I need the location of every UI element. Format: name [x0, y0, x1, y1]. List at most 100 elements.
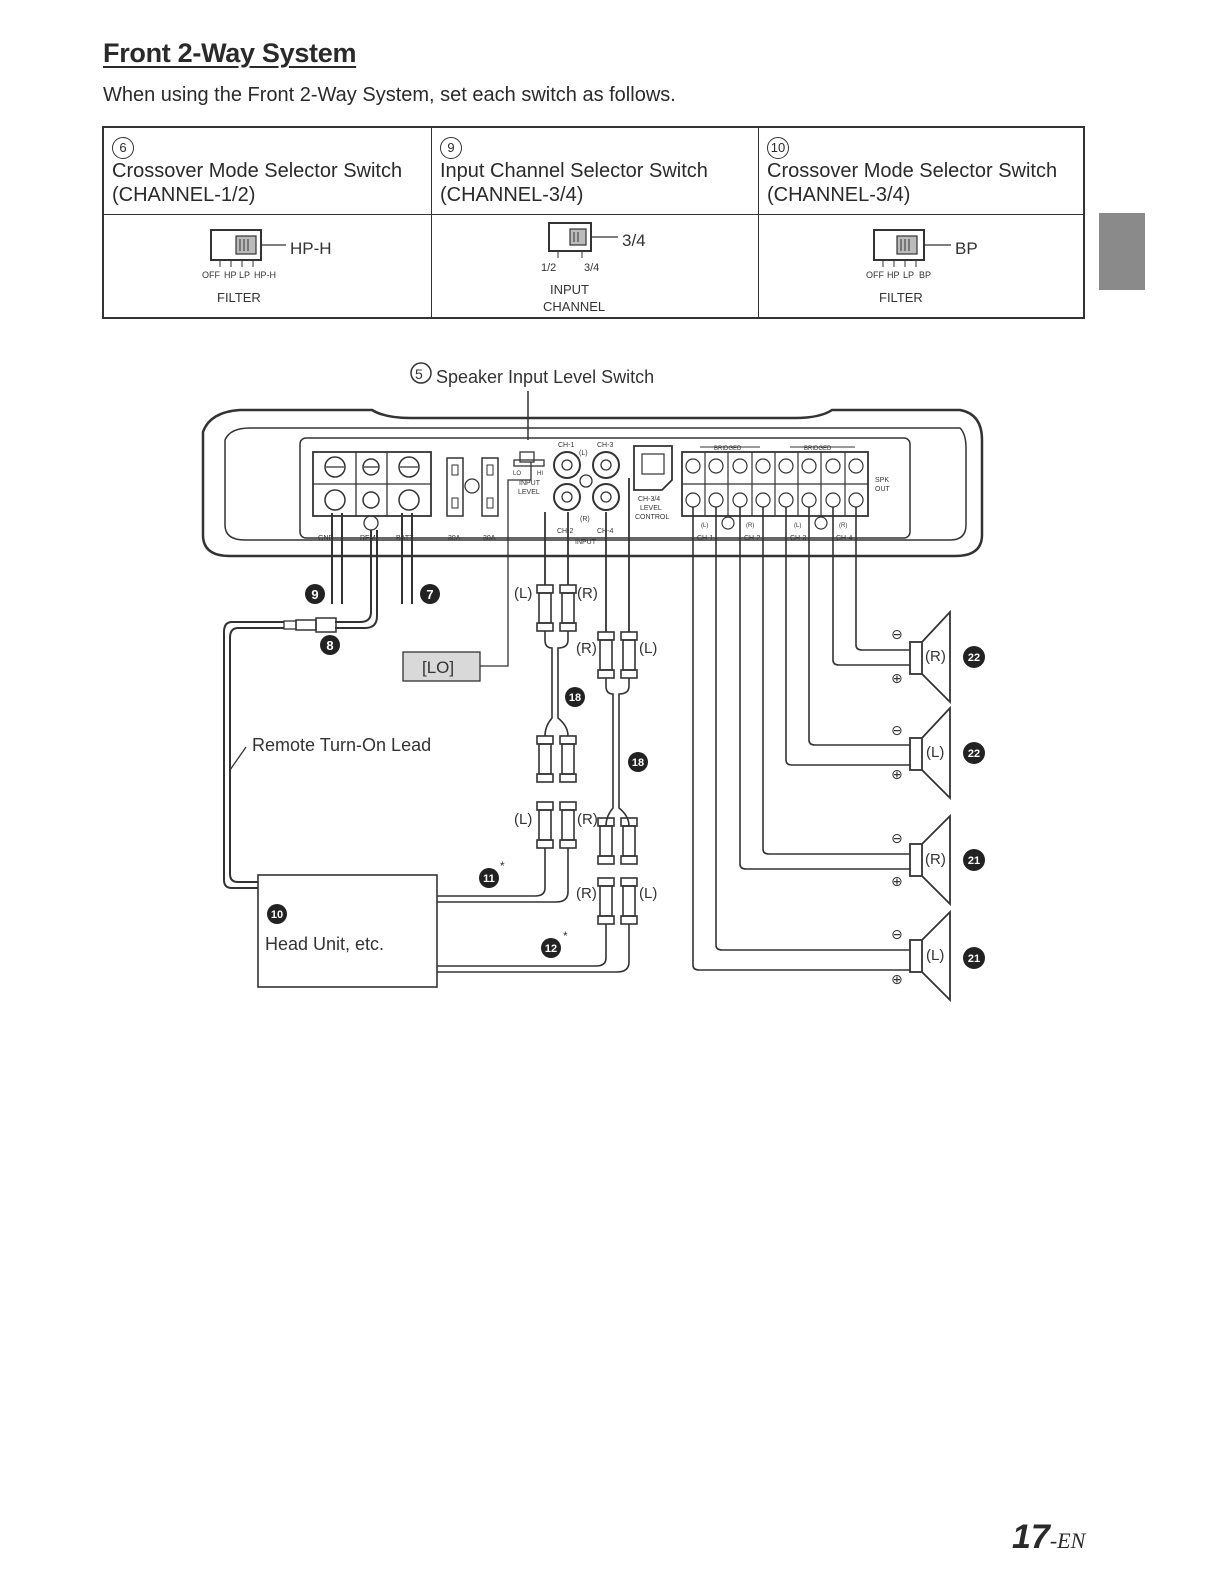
intro-text: When using the Front 2-Way System, set e… — [103, 84, 676, 106]
callout-10: 10 — [271, 909, 283, 921]
callout-8: 8 — [326, 638, 333, 653]
level-control-label: CONTROL — [635, 514, 669, 521]
spk-out-label: SPK — [875, 477, 889, 484]
switch-position-label: 3/4 — [584, 262, 599, 274]
switch-name: Input Channel Selector Switch — [440, 160, 708, 182]
rca-plug-label: (R) — [577, 585, 598, 602]
switch-settings-table: 6 Crossover Mode Selector Switch (CHANNE… — [102, 126, 1085, 319]
speaker-side-label: (L) — [701, 523, 708, 529]
fuse-rating: 30A — [483, 535, 496, 542]
switch-position-label: HP — [224, 270, 237, 280]
speaker-side-label: (R) — [925, 851, 946, 868]
page-number-value: 17 — [1012, 1518, 1050, 1556]
switch-setting-label: BP — [955, 239, 978, 258]
rca-label-l: (L) — [579, 450, 588, 457]
speaker-side-label: (R) — [925, 648, 946, 665]
switch-position-label: LP — [239, 270, 250, 280]
head-unit-label: Head Unit, etc. — [265, 934, 384, 954]
input-level-hi: HI — [537, 471, 543, 477]
circled-number: 5 — [415, 366, 423, 382]
minus-terminal-icon: ⊖ — [891, 830, 903, 846]
switch-position-label: OFF — [202, 270, 220, 280]
callout-9: 9 — [311, 587, 318, 602]
switch-caption: INPUT — [550, 282, 589, 297]
switch-position-label: HP-H — [254, 270, 276, 280]
switch-caption: CHANNEL — [543, 299, 605, 314]
rca-plug-label: (L) — [514, 811, 532, 828]
switch-illustration-input-channel: 3/4 1/2 3/4 INPUT CHANNEL — [432, 215, 759, 317]
switch-header-input-channel: 9 Input Channel Selector Switch (CHANNEL… — [432, 128, 759, 215]
filter-switch-icon: BP OFF HP LP BP FILTER — [866, 229, 978, 305]
page-title: Front 2-Way System — [103, 38, 357, 68]
level-control-label: LEVEL — [640, 505, 662, 512]
minus-terminal-icon: ⊖ — [891, 926, 903, 942]
speaker-side-label: (L) — [926, 947, 944, 964]
callout-22: 22 — [968, 748, 980, 760]
switch-channel: (CHANNEL-1/2) — [112, 184, 256, 206]
rca-label-input: INPUT — [575, 539, 597, 546]
switch-channel: (CHANNEL-3/4) — [767, 184, 911, 206]
switch-caption: FILTER — [879, 290, 923, 305]
speaker-side-label: (R) — [839, 523, 847, 529]
switch-name: Crossover Mode Selector Switch — [112, 160, 403, 182]
switch-name: Crossover Mode Selector Switch — [767, 160, 1058, 182]
input-level-caption: INPUT — [519, 480, 541, 487]
level-control-label: CH-3/4 — [638, 496, 660, 503]
page-number: 17-EN — [1012, 1518, 1085, 1557]
speaker-channel-label: CH-3 — [790, 535, 806, 542]
switch-position-label: LP — [903, 270, 914, 280]
switch-illustration-crossover-34: BP OFF HP LP BP FILTER — [759, 215, 1083, 317]
callout-21: 21 — [968, 855, 980, 867]
callout-18: 18 — [632, 757, 644, 769]
side-tab-marker — [1099, 213, 1145, 290]
switch-setting-label: 3/4 — [622, 231, 646, 250]
switch-position-label: 1/2 — [541, 262, 556, 274]
rca-label-ch1: CH-1 — [558, 442, 574, 449]
spk-out-label: OUT — [875, 486, 891, 493]
page-number-suffix: -EN — [1049, 1528, 1086, 1553]
plus-terminal-icon: ⊕ — [891, 971, 903, 987]
remote-turn-on-lead-label: Remote Turn-On Lead — [252, 735, 431, 755]
input-level-caption: LEVEL — [518, 489, 540, 496]
rca-plug-label: (L) — [639, 640, 657, 657]
switch-illustration-crossover-12: HP-H OFF HP LP HP-H FILTER — [104, 215, 432, 317]
speaker-level-switch-label: Speaker Input Level Switch — [436, 367, 654, 387]
switch-header-crossover-34: 10 Crossover Mode Selector Switch (CHANN… — [759, 128, 1083, 215]
lo-setting-label: [LO] — [422, 658, 454, 677]
bridged-label: BRIDGED — [804, 446, 832, 452]
rca-label-ch4: CH-4 — [597, 528, 613, 535]
plus-terminal-icon: ⊕ — [891, 766, 903, 782]
rca-plug-label: (L) — [514, 585, 532, 602]
rca-label-r: (R) — [580, 516, 590, 523]
input-channel-switch-icon: 3/4 1/2 3/4 INPUT CHANNEL — [541, 222, 646, 314]
power-terminal-label: GND — [318, 535, 334, 542]
speaker-side-label: (R) — [746, 523, 754, 529]
speaker-channel-label: CH-4 — [836, 535, 852, 542]
callout-22: 22 — [968, 652, 980, 664]
rca-plug-label: (R) — [576, 885, 597, 902]
speaker-side-label: (L) — [926, 744, 944, 761]
footnote-star: * — [500, 859, 505, 873]
switch-position-label: OFF — [866, 270, 884, 280]
switch-caption: FILTER — [217, 290, 261, 305]
rca-plug-label: (R) — [576, 640, 597, 657]
callout-11: 11 — [483, 873, 495, 885]
switch-header-crossover-12: 6 Crossover Mode Selector Switch (CHANNE… — [104, 128, 432, 215]
plus-terminal-icon: ⊕ — [891, 873, 903, 889]
rca-label-ch3: CH-3 — [597, 442, 613, 449]
speaker-side-label: (L) — [794, 523, 801, 529]
callout-12: 12 — [545, 943, 557, 955]
switch-setting-label: HP-H — [290, 239, 332, 258]
callout-badges: 9 7 8 18 18 11 * 12 * 10 22 22 21 21 — [267, 584, 985, 969]
callout-7: 7 — [426, 587, 433, 602]
rca-label-ch2: CH-2 — [557, 528, 573, 535]
power-terminal-label: REM — [360, 535, 376, 542]
bridged-label: BRIDGED — [714, 446, 742, 452]
footnote-star: * — [563, 929, 568, 943]
switch-position-label: HP — [887, 270, 900, 280]
filter-switch-icon: HP-H OFF HP LP HP-H FILTER — [202, 229, 332, 305]
minus-terminal-icon: ⊖ — [891, 626, 903, 642]
callout-21: 21 — [968, 953, 980, 965]
power-terminal-label: BATT — [396, 535, 414, 542]
